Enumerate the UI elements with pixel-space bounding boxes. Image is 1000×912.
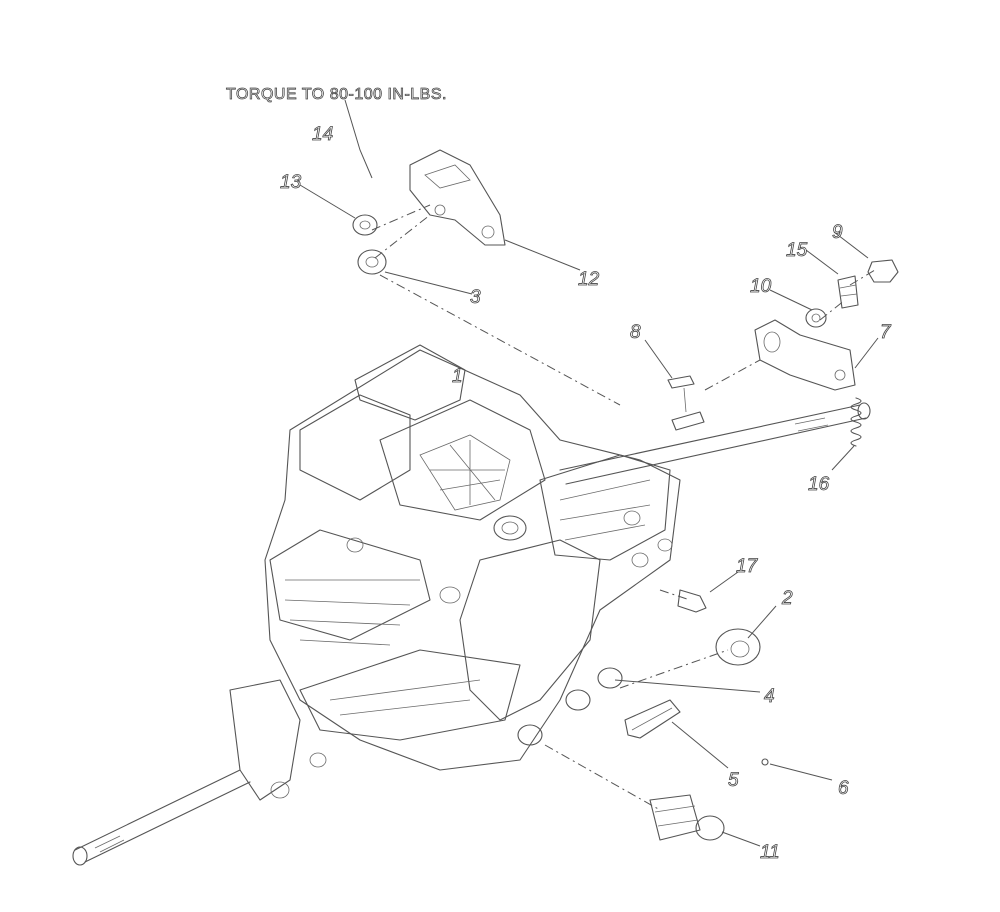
callout-6: 6 [838,778,849,799]
right-axle-shaft [559,402,871,485]
assembly-line-shift [371,204,621,406]
washer-10 [805,308,827,328]
seal-2 [715,628,761,666]
callout-3: 3 [470,287,481,308]
washer-3 [357,249,387,275]
shift-arm [409,149,506,246]
left-axle-shaft [72,769,251,866]
spacer-15 [837,275,859,309]
spring-16 [850,397,862,447]
callout-15: 15 [786,240,808,261]
transaxle-housing [229,344,681,801]
callout-1: 1 [452,366,463,387]
washer-13 [352,214,378,236]
assembly-line-brake [704,269,876,391]
callout-13: 13 [280,172,302,193]
pin-6 [761,758,769,766]
nut-9 [867,259,899,283]
callout-7: 7 [880,322,892,343]
callout-11: 11 [760,842,780,863]
callout-9: 9 [832,222,843,243]
brake-lever-7 [754,319,856,391]
assembly-line-lower [544,589,729,811]
callout-4: 4 [764,686,775,707]
bracket-5 [624,699,681,739]
callout-8: 8 [630,322,641,343]
callout-5: 5 [728,770,739,791]
key-8 [667,375,705,431]
callout-12: 12 [578,269,600,290]
callout-17: 17 [736,556,759,577]
leader-lines [299,99,879,847]
bolt-17 [677,589,707,613]
callout-14: 14 [312,124,333,145]
callout-16: 16 [808,474,830,495]
bearing-11 [649,794,725,841]
callout-10: 10 [750,276,772,297]
callout-2: 2 [781,588,793,609]
torque-note: TORQUE TO 80-100 IN-LBS. [226,86,447,104]
